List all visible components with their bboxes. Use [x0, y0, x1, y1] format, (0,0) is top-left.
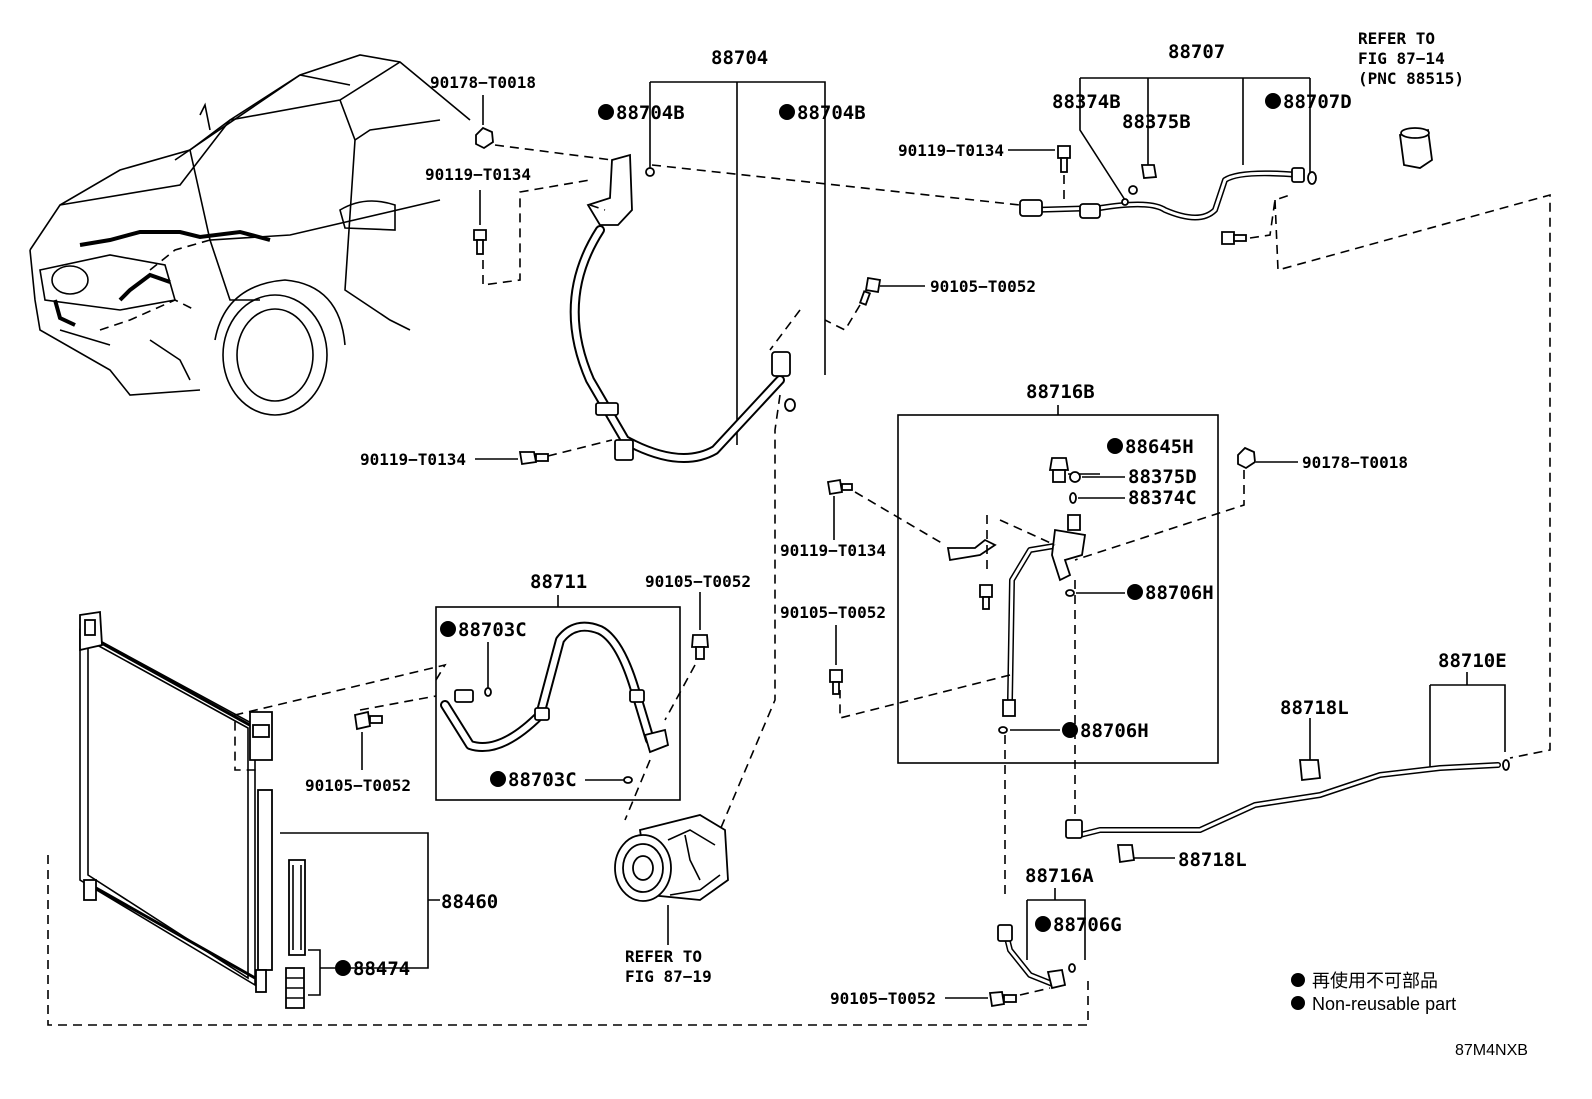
condenser-88460	[47, 610, 1089, 1026]
label-88706G: 88706G	[1053, 914, 1122, 936]
non-reusable-marker	[1062, 722, 1078, 738]
refer-top-line-1: REFER TO	[1358, 29, 1435, 48]
bolt-90119-a	[473, 179, 606, 286]
group-88704	[569, 81, 826, 463]
legend-marker	[1291, 996, 1305, 1010]
label-88704B-left: 88704B	[616, 102, 685, 124]
label-90105-T0052-c: 90105−T0052	[645, 572, 751, 591]
label-88460: 88460	[441, 891, 498, 913]
refer-top-line-3: (PNC 88515)	[1358, 69, 1464, 88]
bolt-90119-b	[475, 439, 613, 466]
diagram-code: 87M4NXB	[1455, 1042, 1528, 1059]
pressure-switch-part	[1398, 127, 1433, 169]
legend: 再使用不可部品 Non-reusable part	[1291, 971, 1456, 1014]
label-90119-T0134-c: 90119−T0134	[898, 141, 1004, 160]
refer-bottom-line-2: FIG 87−19	[625, 967, 712, 986]
non-reusable-marker	[1035, 916, 1051, 932]
group-88710E	[1065, 672, 1510, 864]
non-reusable-marker	[1107, 438, 1123, 454]
label-88711: 88711	[530, 571, 587, 593]
vehicle-illustration	[29, 54, 471, 416]
label-88707D: 88707D	[1283, 91, 1352, 113]
nut-90178-right	[1074, 446, 1298, 561]
label-88706H-a: 88706H	[1145, 582, 1214, 604]
connector-dashed	[719, 394, 781, 831]
bolt-90105-b	[829, 625, 843, 695]
label-88703C-b: 88703C	[508, 769, 577, 791]
label-90105-T0052-a: 90105−T0052	[930, 277, 1036, 296]
label-88707: 88707	[1168, 41, 1225, 63]
bolt-90105-a	[769, 276, 925, 351]
label-88474: 88474	[353, 958, 410, 980]
bolt-90119-d	[826, 478, 946, 546]
compressor	[614, 814, 729, 945]
label-90119-T0134-d: 90119−T0134	[780, 541, 886, 560]
label-90105-T0052-e: 90105−T0052	[830, 989, 936, 1008]
legend-japanese: 再使用不可部品	[1312, 971, 1438, 991]
label-90178-T0018-right: 90178−T0018	[1302, 453, 1408, 472]
label-88718L-a: 88718L	[1280, 697, 1349, 719]
label-88718L-b: 88718L	[1178, 849, 1247, 871]
group-88716B-parts	[839, 457, 1125, 900]
label-88716B: 88716B	[1026, 381, 1095, 403]
label-88374C: 88374C	[1128, 487, 1197, 509]
label-88704B-right: 88704B	[797, 102, 866, 124]
label-88710E: 88710E	[1438, 650, 1507, 672]
group-88716A	[945, 888, 1086, 1008]
refer-top-line-2: FIG 87−14	[1358, 49, 1445, 68]
label-88374B: 88374B	[1052, 91, 1121, 113]
non-reusable-marker	[490, 771, 506, 787]
label-90119-T0134-a: 90119−T0134	[425, 165, 531, 184]
label-90105-T0052-b: 90105−T0052	[780, 603, 886, 622]
non-reusable-marker	[779, 104, 795, 120]
non-reusable-marker	[1265, 93, 1281, 109]
label-90105-T0052-d: 90105−T0052	[305, 776, 411, 795]
nut-90178-top	[475, 95, 1021, 206]
label-90119-T0134-b: 90119−T0134	[360, 450, 466, 469]
non-reusable-marker	[440, 621, 456, 637]
group-88707	[1008, 77, 1551, 759]
legend-marker	[1291, 973, 1305, 987]
label-88645H: 88645H	[1125, 436, 1194, 458]
label-88704: 88704	[711, 47, 768, 69]
bolt-90105-c	[624, 592, 709, 821]
bolt-90105-d	[353, 710, 383, 770]
group-88711-parts	[234, 621, 670, 784]
label-88716A: 88716A	[1025, 865, 1094, 887]
non-reusable-marker	[598, 104, 614, 120]
label-88375D: 88375D	[1128, 466, 1197, 488]
label-88706H-b: 88706H	[1080, 720, 1149, 742]
refer-bottom-line-1: REFER TO	[625, 947, 702, 966]
non-reusable-marker	[335, 960, 351, 976]
non-reusable-marker	[1127, 584, 1143, 600]
legend-english: Non-reusable part	[1312, 994, 1456, 1014]
label-88375B: 88375B	[1122, 111, 1191, 133]
label-90178-T0018-top: 90178−T0018	[430, 73, 536, 92]
label-88703C-a: 88703C	[458, 619, 527, 641]
